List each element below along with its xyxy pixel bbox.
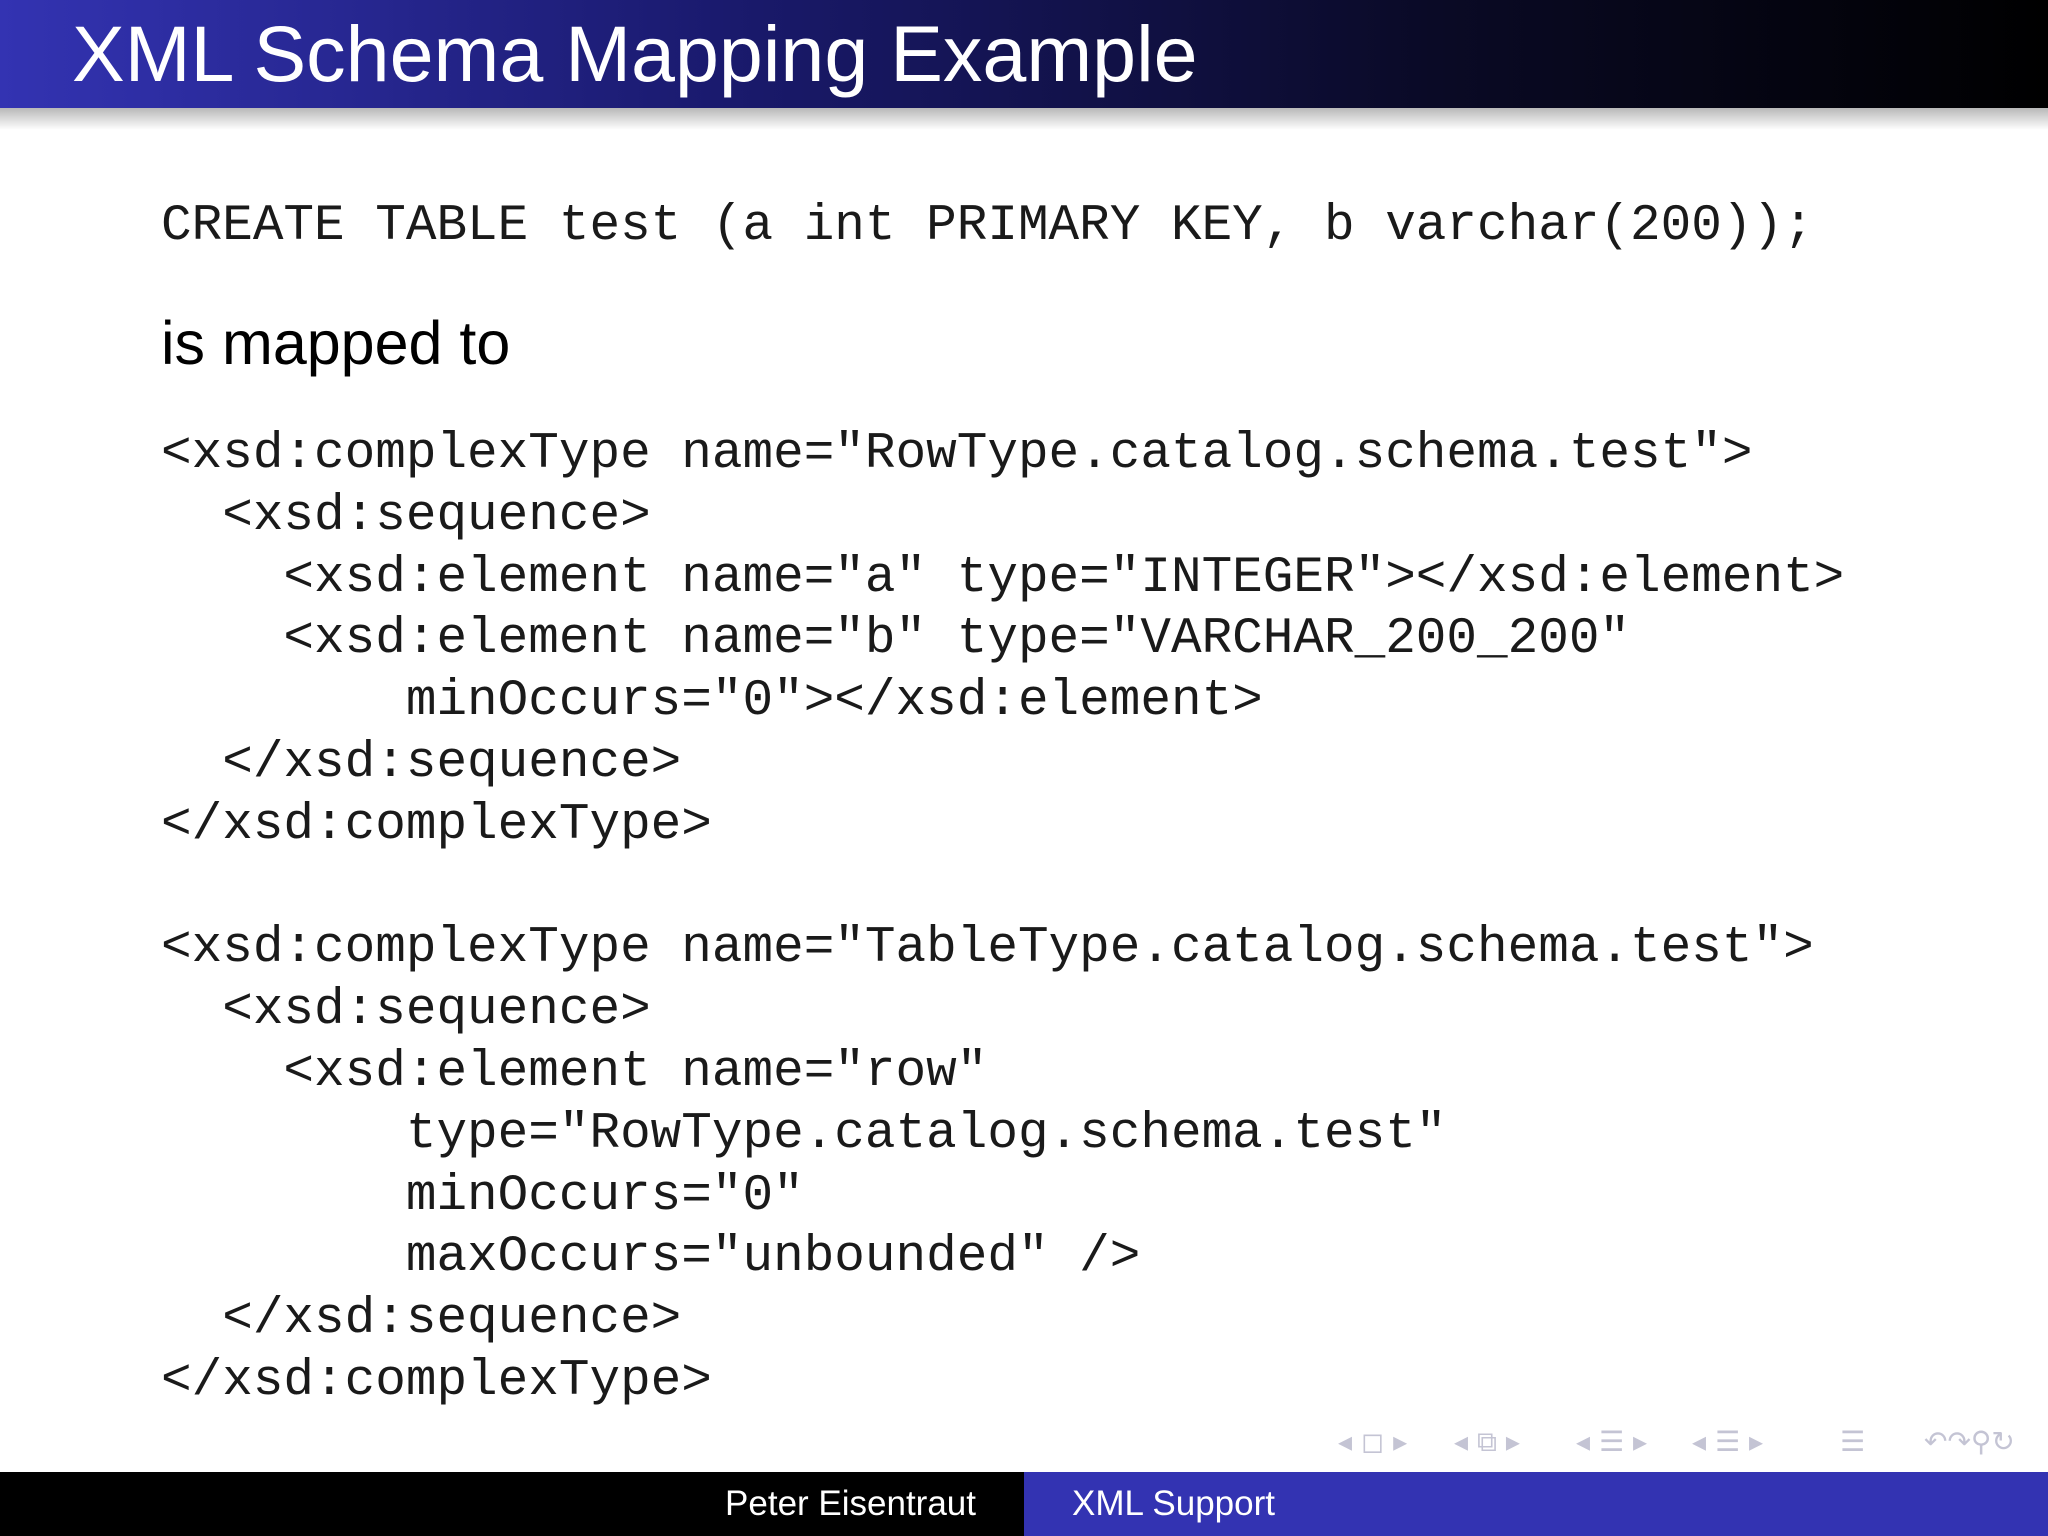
title-bar: XML Schema Mapping Example <box>0 0 2048 108</box>
footer-author: Peter Eisentraut <box>725 1484 976 1523</box>
mapping-text: is mapped to <box>161 309 511 377</box>
subsection-navigation-icon[interactable]: ◂ ⧉ ▸ <box>1454 1425 1520 1458</box>
search-and-undo-icon[interactable]: ↶↷⚲↻ <box>1924 1425 2015 1458</box>
sql-code-block: CREATE TABLE test (a int PRIMARY KEY, b … <box>161 198 1814 255</box>
xsd-code-block: <xsd:complexType name="RowType.catalog.s… <box>161 426 1845 1410</box>
footer: Peter Eisentraut XML Support <box>0 1472 2048 1536</box>
frame-navigation-icon[interactable]: ◂ ◻ ▸ <box>1338 1425 1408 1458</box>
footer-section-panel: XML Support <box>1024 1472 2048 1536</box>
outline-icon[interactable]: ☰ <box>1840 1425 1866 1458</box>
title-bar-shadow <box>0 108 2048 130</box>
beamer-navigation-bar: ◂ ◻ ▸ ◂ ⧉ ▸ ◂ ☰ ▸ ◂ ☰ ▸ ☰ ↶↷⚲↻ <box>1330 1424 2030 1460</box>
footer-author-panel: Peter Eisentraut <box>0 1472 1024 1536</box>
section-navigation-icon[interactable]: ◂ ☰ ▸ <box>1576 1425 1648 1458</box>
slide-title: XML Schema Mapping Example <box>72 9 1198 98</box>
part-navigation-icon[interactable]: ◂ ☰ ▸ <box>1692 1425 1764 1458</box>
footer-section: XML Support <box>1072 1484 1275 1523</box>
